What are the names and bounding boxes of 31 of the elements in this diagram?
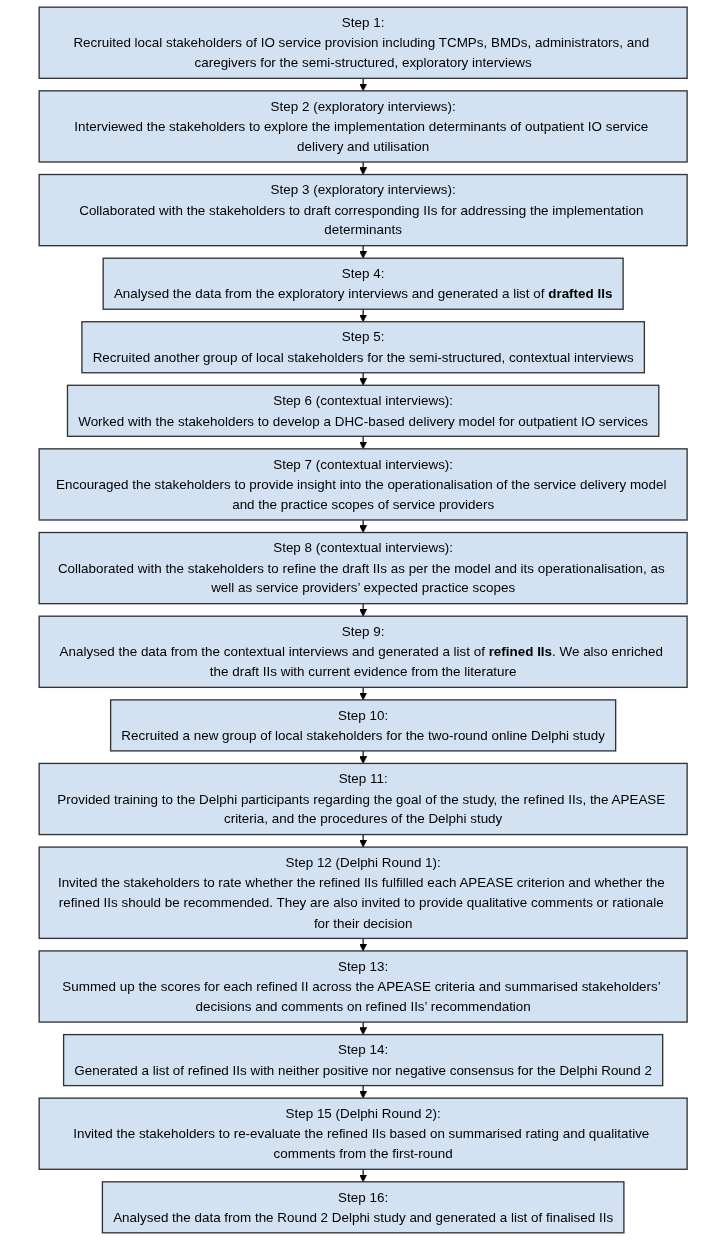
arrow: [359, 750, 368, 764]
arrow: [359, 603, 368, 617]
arrow: [359, 161, 368, 175]
arrow: [359, 435, 368, 450]
arrow: [359, 1021, 368, 1035]
node-box: Step 11: Provided training to the Delphi participants regarding the goal of the study, the refined IIs, the APEASE criteria, and the procedures of the Delphi study: [38, 762, 689, 836]
node-box: Step 2 (exploratory interviews): Interviewed the stakeholders to explore the implementation determinants of outpatient IO service delivery and utilisation: [38, 90, 689, 163]
node-box: Step 14: Generated a list of refined IIs with neither positive nor negative consensus for the Delphi Round 2: [63, 1033, 664, 1087]
node-box: Step 9: Analysed the data from the contextual interviews and generated a list of refined IIs. We also enriched the draft IIs with current evidence from the literature: [38, 615, 689, 688]
node-box: Step 8 (contextual interviews): Collaborated with the stakeholders to refine the draft IIs as per the model and its operationalisation, as well as service providers’ expected practice scopes: [38, 531, 689, 605]
node-box: Step 15 (Delphi Round 2): Invited the stakeholders to re-evaluate the refined IIs based on summarised rating and qualitative comments from the first-round: [38, 1097, 689, 1170]
arrow: [359, 245, 368, 259]
node-box: Step 12 (Delphi Round 1): Invited the stakeholders to rate whether the refined IIs fulfilled each APEASE criterion and whether the refined IIs should be recommended. They are also invited to provide qualitative comments or rationale for their decision: [38, 846, 689, 940]
node-box: Step 10: Recruited a new group of local stakeholders for the two-round online Delphi study: [110, 699, 617, 752]
arrow: [359, 834, 368, 848]
node-box: Step 16: Analysed the data from the Round 2 Delphi study and generated a list of finalised IIs: [102, 1181, 625, 1234]
node-box: Step 6 (contextual interviews): Worked with the stakeholders to develop a DHC-based delivery model for outpatient IO services: [67, 384, 660, 437]
arrow: [359, 686, 368, 701]
node-box: Step 5: Recruited another group of local stakeholders for the semi-structured, contextual interviews: [81, 321, 646, 374]
arrow: [359, 372, 368, 386]
arrow: [359, 1168, 368, 1183]
arrow: [359, 77, 368, 92]
node-box: Step 7 (contextual interviews): Encouraged the stakeholders to provide insight into the operationalisation of the service delivery model and the practice scopes of service providers: [38, 448, 689, 521]
node-box: Step 13: Summed up the scores for each refined II across the APEASE criteria and summarised stakeholders’ decisions and comments on refined IIs’ recommendation: [38, 950, 689, 1023]
node-box: Step 1: Recruited local stakeholders of IO service provision including TCMPs, BMDs, administrators, and caregivers for the semi-structured, exploratory interviews: [38, 6, 689, 79]
node-box: Step 3 (exploratory interviews): Collaborated with the stakeholders to draft corresponding IIs for addressing the implementation determinants: [38, 173, 689, 247]
arrow: [359, 1085, 368, 1099]
node-box: Step 4: Analysed the data from the exploratory interviews and generated a list of drafted IIs: [102, 257, 625, 310]
arrow: [359, 519, 368, 533]
arrow: [359, 308, 368, 323]
arrow: [359, 937, 368, 952]
